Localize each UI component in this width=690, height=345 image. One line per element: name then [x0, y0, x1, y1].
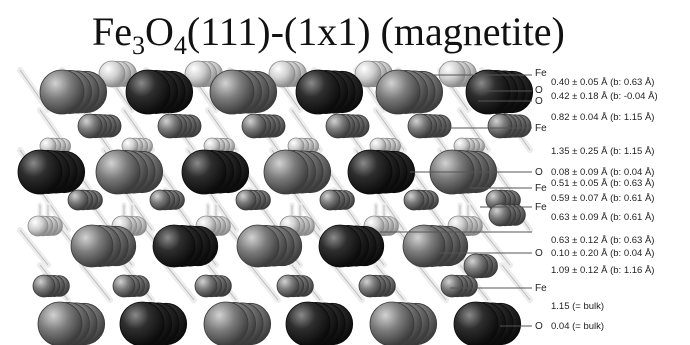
o-atom — [403, 189, 425, 211]
bond-edge — [123, 189, 153, 231]
fe-atom — [37, 301, 83, 345]
o-atom-top — [98, 60, 126, 88]
fe-atom-dark — [465, 69, 511, 115]
figure-title: Fe3O4(111)-(1x1) (magnetite) — [92, 9, 565, 59]
bond-edge — [19, 229, 49, 266]
fe-atom-dark — [119, 301, 165, 345]
title-subscript-1: 3 — [132, 31, 145, 60]
o-atom — [325, 113, 351, 139]
spacing-label-4: 1.35 ± 0.25 Å (b: 1.15 Å) — [551, 146, 655, 157]
o-atom — [276, 274, 300, 298]
fe-atom-dark — [318, 224, 362, 268]
atom-label-fe-2: Fe — [535, 123, 547, 134]
fe-atom — [369, 301, 415, 345]
bond-edge — [417, 264, 447, 301]
fe-atom-dark — [181, 149, 227, 195]
bond-edge — [291, 189, 321, 231]
atom-label-o-2: O — [535, 96, 543, 107]
fe-atom — [70, 224, 114, 268]
fe-atom — [203, 301, 249, 345]
atom-label-fe-4: Fe — [535, 202, 547, 213]
spacing-label-13: 0.04 (= bulk) — [551, 321, 605, 332]
fe-atom — [402, 224, 446, 268]
fe-atom — [209, 69, 255, 115]
atom-label-o-1: O — [535, 85, 543, 96]
fe-atom-dark — [152, 224, 196, 268]
spacing-label-6: 0.51 ± 0.05 Å (b: 0.63 Å) — [551, 178, 655, 189]
o-atom — [487, 113, 513, 139]
fe-atom — [39, 69, 85, 115]
o-atom — [157, 113, 183, 139]
fe-atom-dark — [347, 149, 393, 195]
spacing-label-12: 1.15 (= bulk) — [551, 301, 605, 312]
bond-edge — [39, 189, 69, 231]
fe-atom-edge — [488, 203, 512, 227]
o-atom — [235, 189, 257, 211]
o-atom — [77, 113, 103, 139]
o-atom — [194, 274, 218, 298]
atom-label-fe-1: Fe — [535, 68, 547, 79]
fe-atom-dark — [125, 69, 171, 115]
fe-atom-dark — [453, 301, 499, 345]
spacing-label-2: 0.42 ± 0.18 Å (b: -0.04 Å) — [551, 91, 658, 102]
spacing-label-11: 1.09 ± 0.12 Å (b: 1.16 Å) — [551, 265, 655, 276]
o-atom — [149, 189, 171, 211]
bond-edge — [165, 264, 195, 301]
spacing-label-9: 0.63 ± 0.12 Å (b: 0.63 Å) — [551, 235, 655, 246]
bond-edge — [81, 264, 111, 301]
bond-edge — [459, 189, 489, 231]
atom-label-o-5: O — [535, 321, 543, 332]
fe-atom-dark — [17, 149, 63, 195]
spacing-label-8: 0.63 ± 0.09 Å (b: 0.61 Å) — [551, 212, 655, 223]
o-atom — [32, 274, 56, 298]
spacing-label-7: 0.59 ± 0.07 Å (b: 0.61 Å) — [551, 193, 655, 204]
fe-atom-dark — [285, 301, 331, 345]
spacing-label-3: 0.82 ± 0.04 Å (b: 1.15 Å) — [551, 112, 655, 123]
o-atom — [440, 274, 464, 298]
bond-edge — [207, 189, 237, 231]
o-atom-top — [268, 60, 296, 88]
atom-layer — [17, 60, 534, 345]
spacing-label-5: 0.08 ± 0.09 Å (b: 0.04 Å) — [551, 167, 655, 178]
atom-label-fe-5: Fe — [535, 283, 547, 294]
leader-line-layer — [380, 74, 532, 327]
o-atom — [241, 113, 267, 139]
o-atom — [319, 189, 341, 211]
fe-atom-dark — [295, 69, 341, 115]
o-atom-top — [354, 60, 382, 88]
atom-label-o-3: O — [535, 167, 543, 178]
fe-atom — [263, 149, 309, 195]
bond-edge — [375, 189, 405, 231]
spacing-label-10: 0.10 ± 0.20 Å (b: 0.04 Å) — [551, 248, 655, 259]
spacing-label-1: 0.40 ± 0.05 Å (b: 0.63 Å) — [551, 77, 655, 88]
bond-edge — [501, 264, 531, 301]
fe-atom — [236, 224, 280, 268]
atom-label-fe-3: Fe — [535, 183, 547, 194]
o-atom-top — [184, 60, 212, 88]
fe-atom — [375, 69, 421, 115]
title-subscript-2: 4 — [173, 31, 187, 60]
o-atom-light — [27, 215, 49, 237]
o-atom — [407, 113, 433, 139]
o-atom — [67, 189, 89, 211]
bond-edge — [249, 264, 279, 301]
title-prefix: Fe — [92, 9, 132, 54]
bond-edge — [481, 229, 511, 266]
o-atom-top — [438, 60, 466, 88]
title-mid: O — [145, 9, 174, 54]
atom-label-o-4: O — [535, 248, 543, 259]
title-suffix: (111)-(1x1) (magnetite) — [186, 9, 565, 54]
fe-atom — [95, 149, 141, 195]
bond-edge — [333, 264, 363, 301]
o-atom — [463, 253, 489, 279]
o-atom — [358, 274, 382, 298]
o-atom — [112, 274, 136, 298]
